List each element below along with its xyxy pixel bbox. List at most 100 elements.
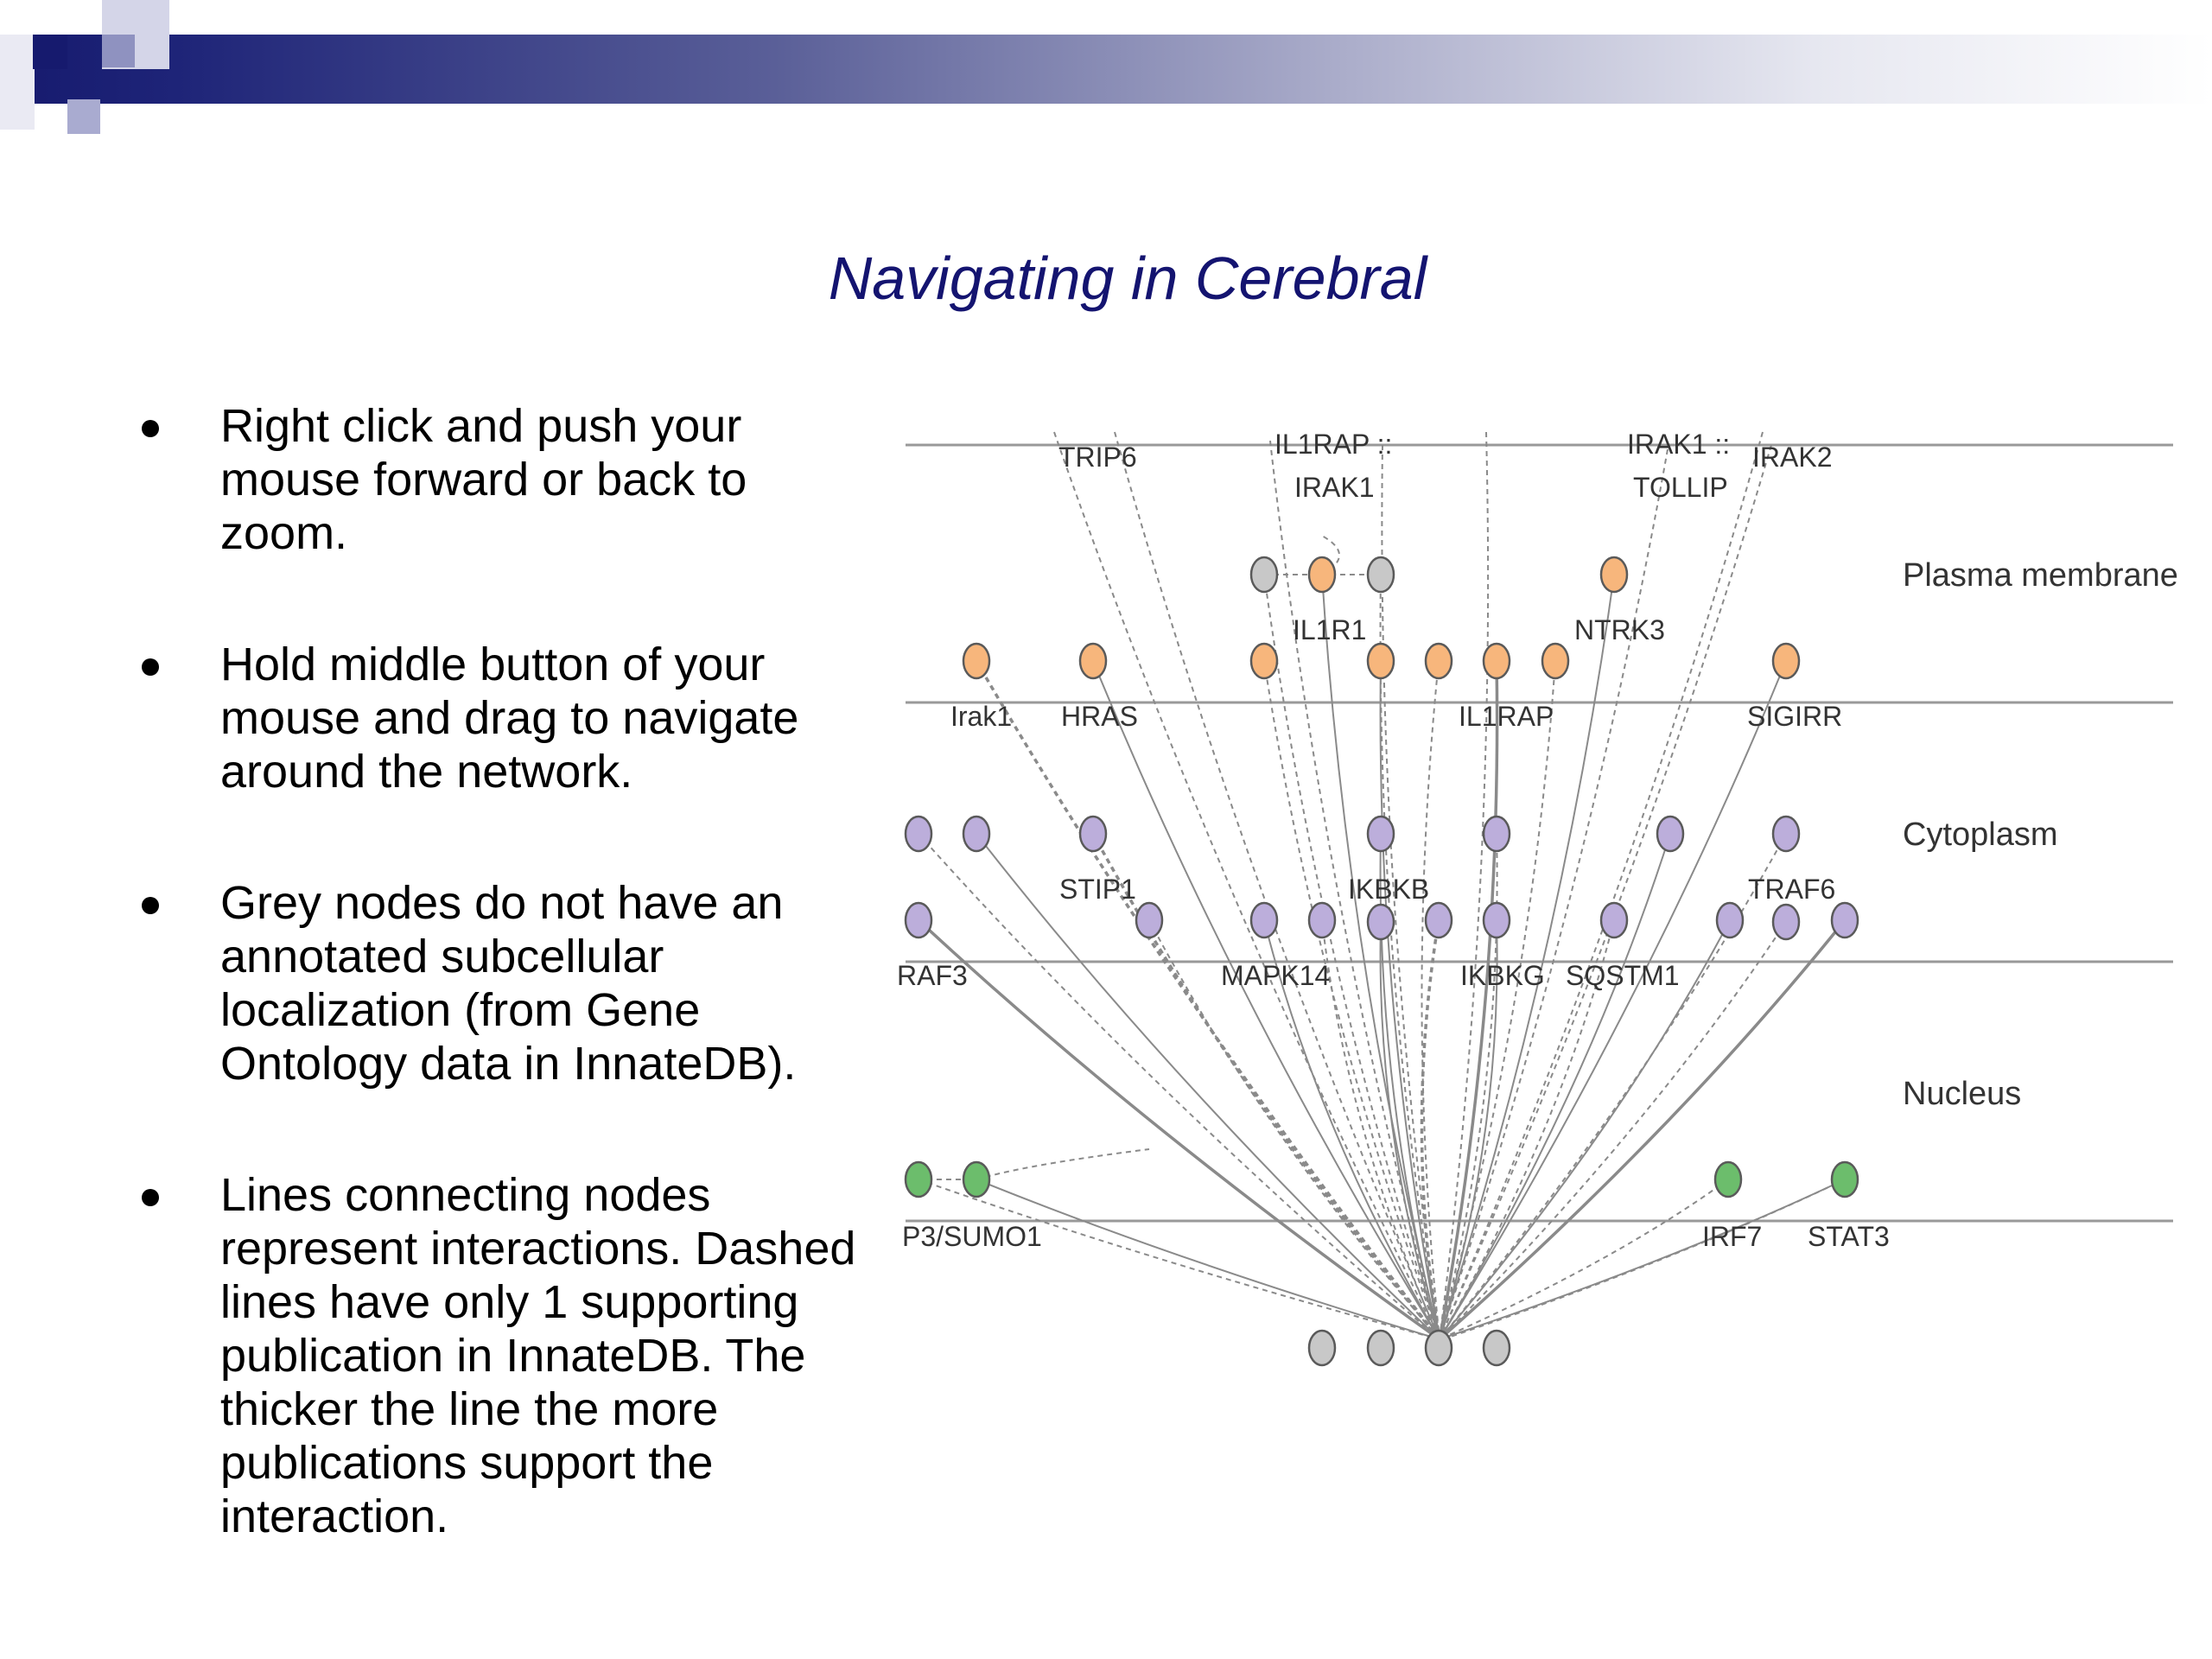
node-stat3 bbox=[1830, 1160, 1859, 1198]
node-grey-b bbox=[1366, 556, 1395, 594]
interaction-edge bbox=[1439, 919, 1498, 1340]
interaction-edge bbox=[1439, 448, 1669, 1340]
node-cyto-g bbox=[1307, 901, 1337, 939]
gene-label-ikbkb: IKBKB bbox=[1348, 874, 1429, 905]
interaction-edge bbox=[918, 833, 1440, 1340]
interaction-edge bbox=[976, 833, 1440, 1340]
node-cyto-b bbox=[962, 815, 991, 853]
bullet-text: Right click and push your mouse forward … bbox=[220, 400, 747, 559]
interaction-edge bbox=[1321, 535, 1340, 575]
slide-title: Navigating in Cerebral bbox=[828, 245, 1427, 312]
interaction-edge bbox=[1439, 444, 1772, 1340]
interaction-edge bbox=[918, 1179, 1440, 1340]
bullet-list: Right click and push your mouse forward … bbox=[130, 399, 881, 1543]
zone-label-cytoplasm: Cytoplasm bbox=[1903, 817, 2058, 853]
node-ikbkb bbox=[1366, 903, 1395, 941]
gene-label-il1rap-irak1: IL1RAP :: bbox=[1274, 429, 1392, 460]
gene-label-trip6: TRIP6 bbox=[1058, 442, 1137, 473]
interaction-edge bbox=[976, 1148, 1150, 1180]
node-membrane-a bbox=[1366, 642, 1395, 680]
bullet-text: Grey nodes do not have an annotated subc… bbox=[220, 877, 797, 1090]
interaction-edge bbox=[1092, 660, 1440, 1340]
gene-label-il1r1: IL1R1 bbox=[1293, 614, 1366, 645]
node-irak1-tollip bbox=[1599, 556, 1629, 594]
node-ntrk3 bbox=[1541, 642, 1570, 680]
interaction-edge bbox=[1321, 919, 1440, 1340]
interaction-edge bbox=[1114, 431, 1440, 1340]
interaction-edge bbox=[1381, 444, 1440, 1340]
node-cyto-d bbox=[1482, 815, 1511, 853]
node-traf6-a bbox=[1715, 901, 1745, 939]
gene-label-raf3: RAF3 bbox=[897, 960, 968, 991]
gene-label-stip1: STIP1 bbox=[1059, 874, 1136, 905]
zone-label-plasma-membrane: Plasma membrane bbox=[1903, 557, 2178, 594]
bullet-item: Grey nodes do not have an annotated subc… bbox=[130, 876, 881, 1090]
node-hub bbox=[1424, 1329, 1453, 1367]
node-traf6 bbox=[1771, 903, 1801, 941]
interaction-edge bbox=[1439, 660, 1556, 1340]
gene-label-il1rap: IL1RAP bbox=[1459, 701, 1554, 732]
network-nodes bbox=[904, 556, 1859, 1367]
interaction-edge bbox=[1438, 918, 1847, 1341]
gene-label-irak1: Irak1 bbox=[950, 701, 1012, 732]
gene-label-il1rap-irak1-b: IRAK1 bbox=[1294, 472, 1374, 503]
interaction-edge bbox=[1439, 919, 1731, 1340]
gene-label-traf6: TRAF6 bbox=[1748, 874, 1835, 905]
bullet-dot bbox=[142, 897, 159, 914]
node-p3-sumo1-a bbox=[904, 1160, 933, 1198]
header-square-pale bbox=[0, 35, 35, 130]
node-il1rap bbox=[1482, 642, 1511, 680]
node-raf3 bbox=[904, 901, 933, 939]
interaction-edge bbox=[1439, 574, 1615, 1340]
interaction-edge bbox=[1421, 660, 1440, 1340]
bullet-item: Hold middle button of your mouse and dra… bbox=[130, 638, 881, 798]
bullet-dot bbox=[142, 420, 159, 437]
node-cyto-c bbox=[1078, 815, 1108, 853]
node-irf7 bbox=[1713, 1160, 1743, 1198]
interaction-edge bbox=[1439, 1179, 1729, 1340]
interaction-edges bbox=[917, 431, 1847, 1341]
interaction-edge bbox=[1148, 919, 1440, 1340]
gene-label-irak2: IRAK2 bbox=[1752, 442, 1832, 473]
interaction-edge bbox=[1420, 919, 1441, 1340]
node-ikbkg-a bbox=[1424, 901, 1453, 939]
interaction-edge bbox=[1439, 833, 1787, 1340]
node-ikbkg bbox=[1482, 901, 1511, 939]
gene-label-stat3: STAT3 bbox=[1808, 1221, 1890, 1252]
interaction-edge bbox=[1091, 833, 1441, 1341]
interaction-edge bbox=[1053, 431, 1440, 1340]
interaction-edge bbox=[1442, 1179, 1846, 1340]
node-cyto-a bbox=[904, 815, 933, 853]
node-cyto-f bbox=[1771, 815, 1801, 853]
gene-label-p3-sumo1: P3/SUMO1 bbox=[902, 1221, 1042, 1252]
interaction-edge bbox=[1439, 921, 1787, 1340]
gene-label-irak1-tollip: IRAK1 :: bbox=[1627, 429, 1730, 460]
node-hub-a bbox=[1307, 1329, 1337, 1367]
bullet-text: Lines connecting nodes represent interac… bbox=[220, 1169, 856, 1542]
interaction-edge bbox=[976, 1179, 1440, 1340]
interaction-edge bbox=[1439, 919, 1615, 1340]
node-cyto-e bbox=[1656, 815, 1685, 853]
interaction-edge bbox=[1379, 574, 1440, 1340]
zone-label-nucleus: Nucleus bbox=[1903, 1076, 2021, 1112]
interaction-edge bbox=[917, 918, 1441, 1341]
header-square-lower bbox=[67, 99, 100, 134]
bullet-dot bbox=[142, 1189, 159, 1206]
bullet-item: Right click and push your mouse forward … bbox=[130, 399, 881, 560]
gene-label-irf7: IRF7 bbox=[1702, 1221, 1762, 1252]
gene-label-sigirr: SIGIRR bbox=[1747, 701, 1842, 732]
gene-label-sqstm1: SQSTM1 bbox=[1566, 960, 1680, 991]
interaction-edge bbox=[1379, 921, 1440, 1340]
interaction-edge bbox=[1439, 660, 1787, 1340]
gene-label-hras: HRAS bbox=[1061, 701, 1138, 732]
node-mapk14 bbox=[1249, 901, 1279, 939]
interaction-edge bbox=[1438, 660, 1499, 1340]
header-band bbox=[0, 35, 2212, 104]
node-sqstm1 bbox=[1599, 901, 1629, 939]
node-membrane-b bbox=[1424, 642, 1453, 680]
node-il1r1 bbox=[1249, 642, 1279, 680]
bullet-dot bbox=[142, 658, 159, 676]
gene-label-ikbkg: IKBKG bbox=[1460, 960, 1545, 991]
network-diagram: Plasma membrane Cytoplasm Nucleus TRIP6 … bbox=[897, 429, 2178, 1367]
interaction-edge bbox=[1439, 1179, 1846, 1340]
